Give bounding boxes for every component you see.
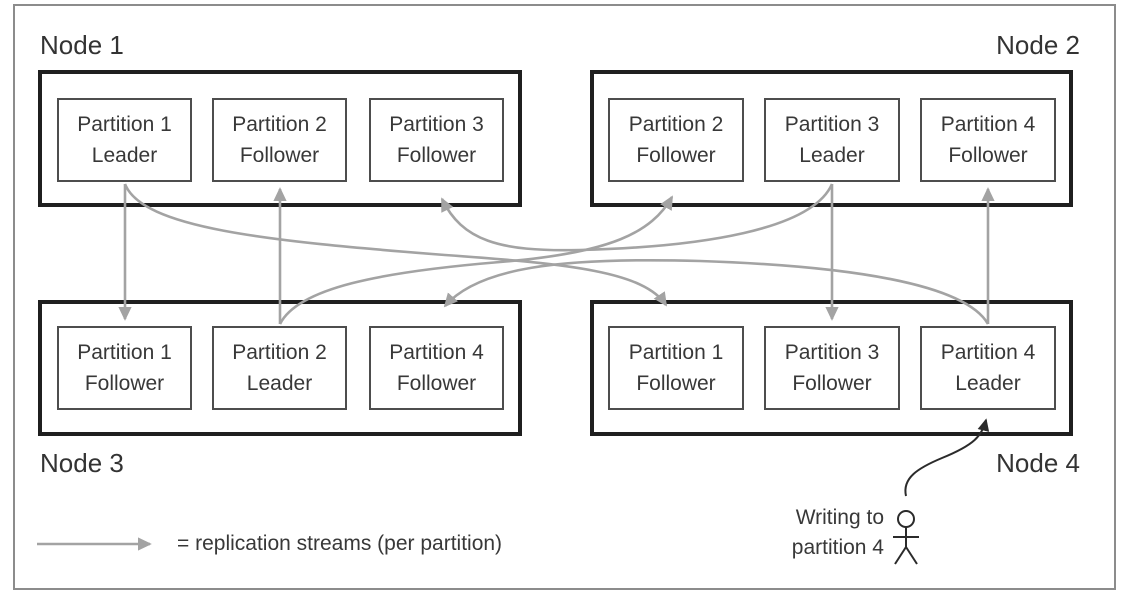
node2-label: Node 2 xyxy=(996,30,1080,60)
partition-role: Follower xyxy=(396,144,477,167)
partition-name: Partition 1 xyxy=(77,113,172,136)
node1-box: Partition 1 Leader Partition 2 Follower … xyxy=(38,70,522,207)
partition-name: Partition 4 xyxy=(940,341,1036,364)
partition-box-node3-p2: Partition 2 Leader xyxy=(212,326,347,410)
partition-box-node4-p4: Partition 4 Leader xyxy=(920,326,1056,410)
node4-label: Node 4 xyxy=(996,448,1080,478)
partition-name: Partition 4 xyxy=(389,341,484,364)
node1-label: Node 1 xyxy=(40,30,124,60)
partition-box-node1-p3: Partition 3 Follower xyxy=(369,98,504,182)
outer-border xyxy=(13,4,1116,590)
partition-box-node2-p3: Partition 3 Leader xyxy=(764,98,900,182)
partition-role: Leader xyxy=(246,372,313,395)
node2-box: Partition 2 Follower Partition 3 Leader … xyxy=(590,70,1073,207)
partition-box-node3-p1: Partition 1 Follower xyxy=(57,326,192,410)
partition-role: Follower xyxy=(948,144,1028,167)
partition-name: Partition 3 xyxy=(784,113,880,136)
legend-caption: = replication streams (per partition) xyxy=(177,532,503,555)
partition-box-node1-p2: Partition 2 Follower xyxy=(212,98,347,182)
partition-name: Partition 2 xyxy=(232,341,327,364)
node3-label: Node 3 xyxy=(40,448,124,478)
partition-box-node4-p1: Partition 1 Follower xyxy=(608,326,744,410)
partition-name: Partition 3 xyxy=(389,113,484,136)
partition-box-node4-p3: Partition 3 Follower xyxy=(764,326,900,410)
partition-role: Follower xyxy=(84,372,165,395)
partition-name: Partition 1 xyxy=(628,341,724,364)
partition-role: Follower xyxy=(792,372,872,395)
partition-role: Leader xyxy=(799,144,865,167)
partition-role: Follower xyxy=(636,144,716,167)
writer-annotation: Writing to partition 4 xyxy=(744,503,884,563)
partition-box-node1-p1: Partition 1 Leader xyxy=(57,98,192,182)
partition-name: Partition 2 xyxy=(628,113,724,136)
partition-box-node2-p2: Partition 2 Follower xyxy=(608,98,744,182)
partition-name: Partition 1 xyxy=(77,341,172,364)
writer-annotation-line2: partition 4 xyxy=(791,536,884,559)
partition-name: Partition 3 xyxy=(784,341,880,364)
writer-annotation-line1: Writing to xyxy=(795,506,884,529)
partition-name: Partition 2 xyxy=(232,113,327,136)
node3-box: Partition 1 Follower Partition 2 Leader … xyxy=(38,300,522,436)
partition-role: Follower xyxy=(239,144,320,167)
partition-box-node2-p4: Partition 4 Follower xyxy=(920,98,1056,182)
partition-role: Follower xyxy=(636,372,716,395)
partition-role: Follower xyxy=(396,372,477,395)
partition-name: Partition 4 xyxy=(940,113,1036,136)
partition-role: Leader xyxy=(955,372,1021,395)
node4-box: Partition 1 Follower Partition 3 Followe… xyxy=(590,300,1073,436)
partition-box-node3-p4: Partition 4 Follower xyxy=(369,326,504,410)
partition-role: Leader xyxy=(91,144,158,167)
